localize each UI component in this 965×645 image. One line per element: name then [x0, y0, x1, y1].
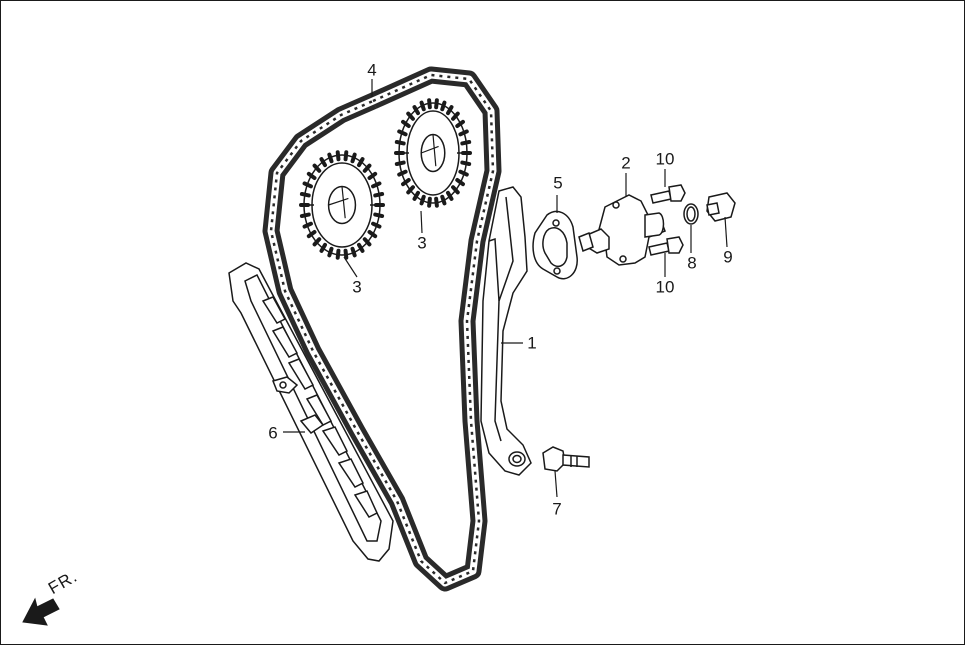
tensioner-lifter-part-2: [578, 194, 666, 266]
guide-pivot-bolt-part-7: [542, 446, 590, 472]
sprocket-hub-mark: [328, 197, 349, 206]
sprocket-tooth: [458, 169, 469, 177]
sprocket-tooth: [306, 171, 317, 180]
sprocket-tooth: [312, 237, 322, 247]
sprocket-tooth: [446, 190, 454, 201]
chain-link-pins: [269, 73, 495, 585]
sprocket-tooth: [434, 98, 439, 110]
callout-label-10-upper: 10: [655, 149, 675, 169]
callout-label-10-lower: 10: [655, 277, 675, 297]
tensioner-gasket-part-5: [532, 210, 578, 280]
sprocket-tooth: [440, 100, 447, 112]
sprocket-tooth: [397, 129, 408, 137]
timing-chain: [262, 66, 502, 592]
sprocket-tooth: [343, 150, 349, 162]
sprocket-hub-mark: [421, 145, 439, 154]
sprocket-tooth: [319, 242, 327, 253]
callout-label-2: 2: [621, 153, 631, 173]
sprocket-tooth: [362, 237, 372, 247]
callout-label-9: 9: [723, 247, 733, 267]
sprocket-tooth: [401, 119, 411, 128]
callout-label-5: 5: [553, 173, 563, 193]
callout-label-1: 1: [527, 333, 537, 353]
sprocket-tooth: [451, 185, 460, 195]
sprocket-tooth: [434, 196, 439, 208]
sprocket-tooth: [367, 171, 378, 180]
sprocket-tooth: [440, 194, 447, 206]
chain-guide-part-6: [228, 262, 394, 562]
tensioner-bolt-part-10-upper: [650, 184, 686, 204]
sprocket-tooth: [458, 129, 469, 137]
cam-sprocket-right: [394, 98, 472, 208]
sprocket-tooth: [343, 248, 349, 260]
sprocket-tooth: [406, 185, 415, 195]
sprocket-tooth: [362, 163, 372, 173]
sprocket-tooth: [357, 157, 365, 168]
sprocket-tooth: [419, 100, 426, 112]
sprocket-tooth: [412, 105, 420, 116]
sprocket-tooth: [350, 246, 357, 258]
sprocket-tooth: [299, 212, 311, 219]
sprocket-tooth: [306, 230, 317, 239]
sprocket-tooth: [460, 139, 472, 146]
sprocket-tooth: [312, 163, 322, 173]
sprocket-tooth: [412, 190, 420, 201]
sealing-washer-part-8: [683, 203, 699, 225]
sprocket-tooth: [397, 169, 408, 177]
tensioner-bolt-part-10-lower: [648, 236, 684, 256]
sprocket-tooth: [373, 191, 385, 198]
sprocket-tooth: [451, 111, 460, 121]
sprocket-tooth: [299, 191, 311, 198]
sprocket-tooth: [401, 178, 411, 187]
callout-label-4: 4: [367, 60, 377, 80]
sprocket-tooth: [302, 181, 313, 189]
sprocket-tooth: [427, 196, 432, 208]
front-direction-arrow-icon: [22, 597, 60, 626]
sprocket-tooth: [327, 152, 334, 164]
callout-label-6: 6: [268, 423, 278, 443]
callout-label-3-right: 3: [417, 233, 427, 253]
sprocket-tooth: [335, 150, 341, 162]
sprocket-tooth: [367, 230, 378, 239]
callout-label-3-left: 3: [352, 277, 362, 297]
sprocket-tooth: [419, 194, 426, 206]
sprocket-tooth: [335, 248, 341, 260]
callout-leader-lines: [283, 79, 728, 498]
sprocket-tooth: [427, 98, 432, 110]
sprocket-tooth: [406, 111, 415, 121]
sprocket-tooth: [350, 152, 357, 164]
cam-sprocket-left: [299, 150, 385, 260]
sealing-bolt-part-9: [706, 192, 736, 222]
sprocket-tooth: [327, 246, 334, 258]
callout-label-7: 7: [552, 499, 562, 519]
sprocket-tooth: [394, 160, 406, 167]
sprocket-tooth: [371, 181, 382, 189]
sprocket-tooth: [455, 178, 465, 187]
sprocket-tooth: [460, 160, 472, 167]
chain-tensioner-guide-part-1: [480, 186, 532, 476]
sprocket-hub-mark: [341, 186, 346, 219]
sprocket-tooth: [373, 212, 385, 219]
sprocket-tooth: [357, 242, 365, 253]
sprocket-tooth: [319, 157, 327, 168]
sprocket-tooth: [446, 105, 454, 116]
callout-label-8: 8: [687, 253, 697, 273]
sprocket-tooth: [302, 221, 313, 229]
sprocket-tooth: [394, 139, 406, 146]
sprocket-tooth: [371, 221, 382, 229]
sprocket-tooth: [455, 119, 465, 128]
sprocket-hub-mark: [432, 134, 437, 167]
